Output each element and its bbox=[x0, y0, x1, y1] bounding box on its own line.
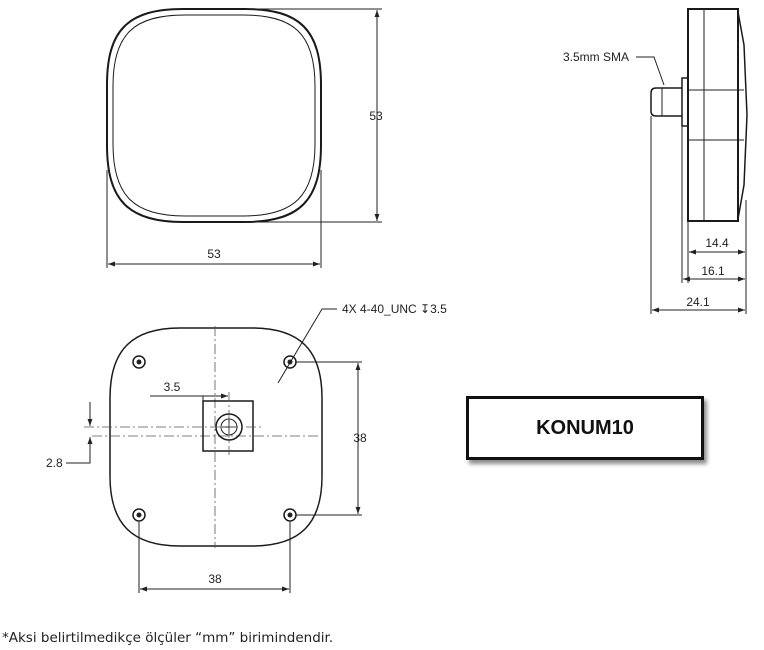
top-height-label: 53 bbox=[369, 109, 383, 123]
connector-label: 3.5mm SMA bbox=[563, 50, 629, 64]
bottom-view: 4X 4-40_UNC ↧3.5 3.5 2.8 38 38 bbox=[46, 302, 447, 593]
top-view-outline bbox=[106, 8, 322, 223]
top-view: 53 53 bbox=[106, 8, 383, 268]
side-dimension-1-label: 14.4 bbox=[705, 236, 729, 250]
konum-label-text: KONUM10 bbox=[536, 416, 634, 439]
side-view-body bbox=[687, 8, 739, 222]
sma-connector-flange bbox=[681, 77, 689, 127]
hole-spacing-vertical-label: 38 bbox=[353, 431, 367, 445]
offset-y-label: 2.8 bbox=[46, 456, 63, 470]
hole-spacing-horizontal-label: 38 bbox=[208, 572, 222, 586]
bottom-connector-square bbox=[202, 400, 254, 452]
offset-x-label: 3.5 bbox=[164, 380, 181, 394]
side-dimension-2-label: 16.1 bbox=[701, 264, 725, 278]
side-view: 3.5mm SMA 14.4 16.1 24.1 bbox=[563, 8, 748, 314]
mounting-hole-bottom-right bbox=[283, 508, 297, 522]
units-footnote: *Aksi belirtilmedikçe ölçüler “mm” birim… bbox=[2, 630, 334, 646]
mounting-hole-bottom-left bbox=[132, 508, 146, 522]
top-width-label: 53 bbox=[207, 247, 221, 261]
konum-label-box: KONUM10 bbox=[466, 396, 704, 460]
mounting-hole-top-left bbox=[132, 355, 146, 369]
sma-connector-pin bbox=[650, 87, 682, 117]
side-dimension-3-label: 24.1 bbox=[686, 295, 710, 309]
top-view-inner-outline bbox=[112, 14, 316, 217]
bottom-view-outline bbox=[109, 327, 323, 547]
hole-callout-label: 4X 4-40_UNC ↧3.5 bbox=[342, 302, 447, 316]
